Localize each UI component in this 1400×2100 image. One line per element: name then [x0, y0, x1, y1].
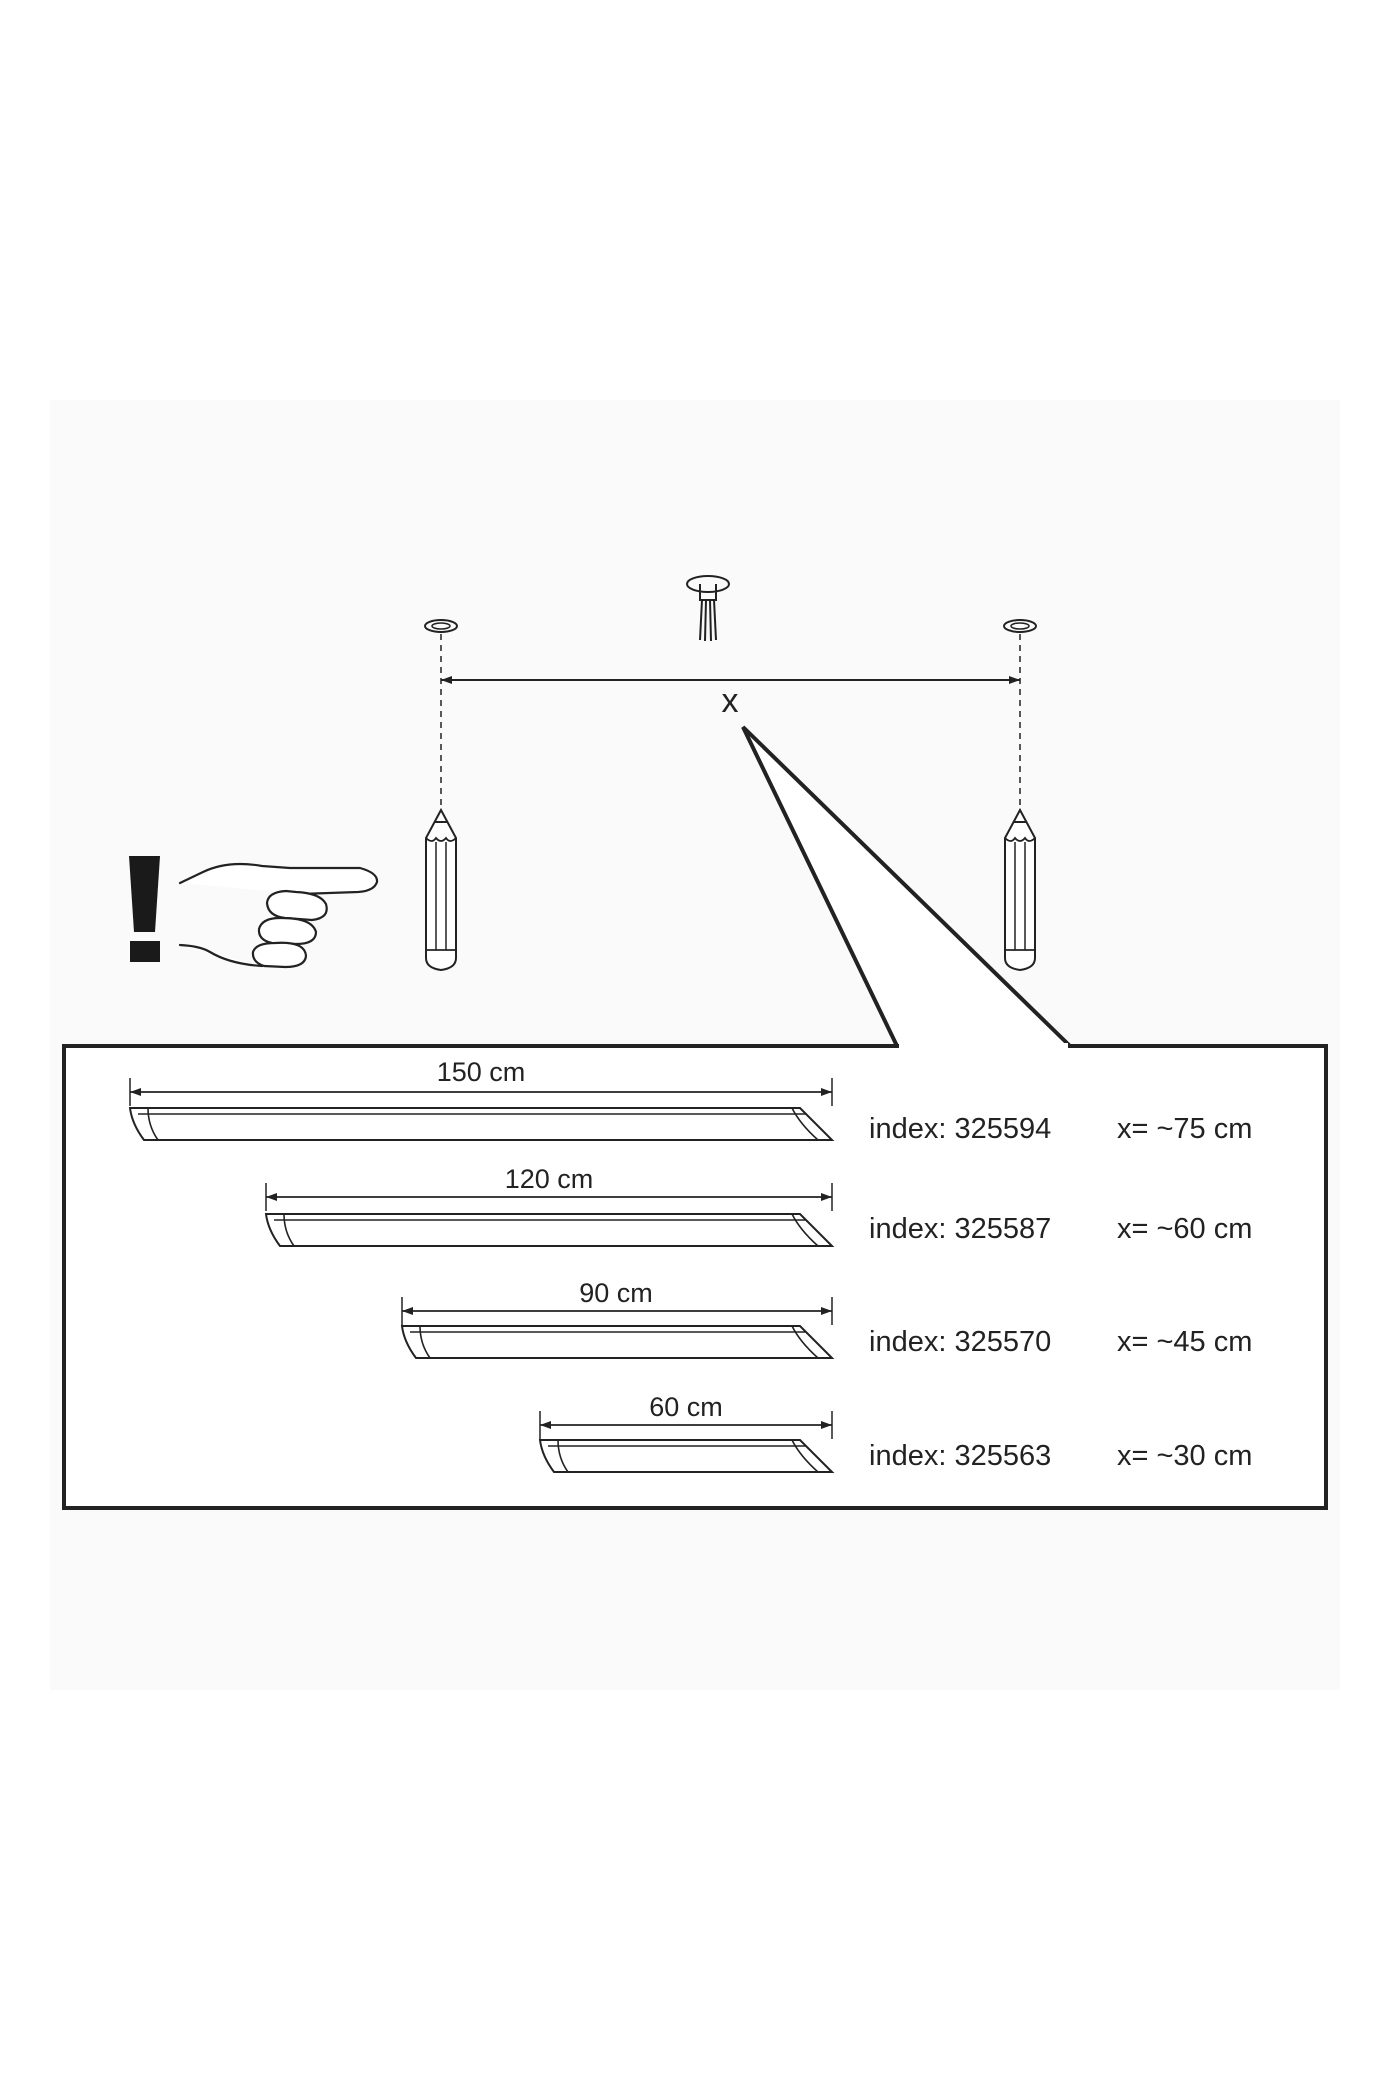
lamp-x-value: x= ~60 cm [1117, 1213, 1252, 1245]
callout-pointer [741, 725, 1072, 1048]
lamp-fixture-icon [538, 1439, 835, 1473]
ceiling-hole-icon [1003, 619, 1037, 633]
lamp-x-value: x= ~45 cm [1117, 1326, 1252, 1358]
lamp-length-label: 90 cm [579, 1278, 653, 1308]
exclamation-icon [129, 856, 160, 962]
lamp-fixture-icon [400, 1325, 835, 1359]
ceiling-hole-icon [424, 619, 458, 633]
x-marker: x [722, 682, 739, 720]
lamp-index: index: 325563 [869, 1440, 1051, 1472]
lamp-row: 150 cm index: 325594 x= ~75 cm [128, 1057, 1252, 1145]
lamp-length-label: 150 cm [437, 1057, 526, 1087]
lamp-fixture-icon [264, 1213, 835, 1247]
lamp-row: 120 cm index: 325587 x= ~60 cm [264, 1164, 1252, 1247]
lamp-x-value: x= ~75 cm [1117, 1113, 1252, 1145]
lamp-length-label: 120 cm [505, 1164, 594, 1194]
lamp-row: 90 cm index: 325570 x= ~45 cm [400, 1278, 1252, 1359]
pointing-hand-icon [178, 862, 379, 969]
lamp-row: 60 cm index: 325563 x= ~30 cm [538, 1392, 1252, 1473]
lamp-index: index: 325594 [869, 1113, 1051, 1145]
cable-outlet-icon [686, 575, 730, 642]
pencil-icon [425, 807, 457, 972]
lamp-x-value: x= ~30 cm [1117, 1440, 1252, 1472]
lamp-length-label: 60 cm [649, 1392, 723, 1422]
lamp-fixture-icon [128, 1107, 835, 1141]
lamp-index: index: 325587 [869, 1213, 1051, 1245]
lamp-index: index: 325570 [869, 1326, 1051, 1358]
pencil-icon [1004, 807, 1036, 972]
